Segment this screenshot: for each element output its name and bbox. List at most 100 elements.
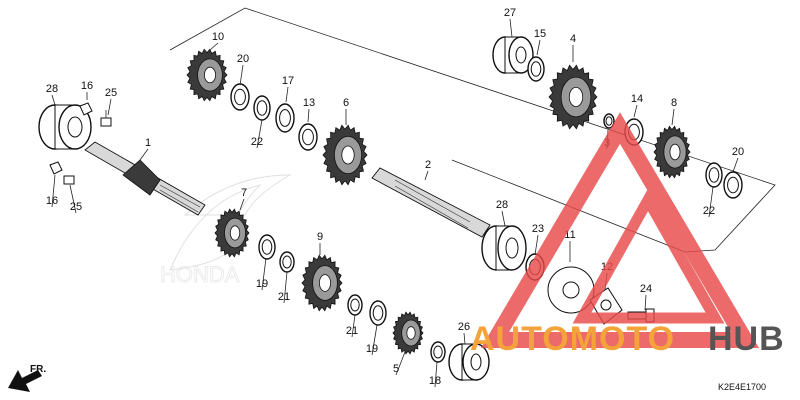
- callout-label: 28: [46, 83, 58, 95]
- gear-4: [548, 64, 598, 130]
- callout-7: 7: [239, 187, 247, 211]
- washer-15: [527, 56, 545, 82]
- callout-28: 28: [46, 83, 58, 106]
- callout-1: 1: [139, 137, 151, 161]
- callout-28: 28: [496, 199, 508, 227]
- callout-label: 26: [458, 321, 470, 333]
- callout-label: 20: [732, 146, 744, 158]
- bearing-28-right: [481, 225, 527, 271]
- assembly-frame-line: [169, 7, 776, 253]
- callout-label: 22: [251, 136, 263, 148]
- callout-2: 2: [424, 159, 431, 181]
- callout-label: 28: [496, 199, 508, 211]
- callout-21: 21: [346, 314, 358, 338]
- callout-label: 15: [534, 28, 546, 40]
- watermark-logo: [480, 112, 760, 348]
- watermark-triangle-small: [572, 188, 725, 324]
- callout-label: 25: [70, 201, 82, 213]
- callout-23: 23: [532, 223, 544, 256]
- callout-label: 14: [631, 93, 643, 105]
- washer-17: [275, 103, 295, 133]
- gear-group: [186, 48, 691, 355]
- callout-20: 20: [237, 53, 249, 86]
- washer-19-upper: [258, 234, 276, 260]
- callout-10: 10: [209, 31, 224, 51]
- callout-11: 11: [564, 229, 576, 262]
- callout-24: 24: [640, 283, 652, 311]
- callout-label: 17: [282, 75, 294, 87]
- callout-label: 27: [504, 7, 516, 19]
- plate-16-upper: [79, 102, 93, 116]
- washer-19-lower: [369, 300, 387, 326]
- gear-10: [186, 48, 228, 102]
- callout-9: 9: [317, 231, 323, 255]
- washer-18: [430, 341, 446, 363]
- callout-22: 22: [703, 186, 715, 218]
- callout-22: 22: [251, 119, 263, 149]
- callout-label: 9: [317, 231, 323, 243]
- watermark-triangle-large: [480, 112, 760, 348]
- callout-label: 8: [671, 97, 677, 109]
- callout-8: 8: [671, 97, 677, 126]
- circlip-22-left: [253, 95, 271, 121]
- callout-label: 21: [278, 291, 290, 303]
- bearing-28-left: [38, 104, 92, 150]
- washer-3: [603, 113, 615, 129]
- washer-group: [230, 56, 743, 363]
- callout-label: 4: [570, 33, 576, 45]
- gear-8: [653, 125, 691, 179]
- callout-label: 2: [425, 159, 431, 171]
- callout-label: 19: [256, 278, 268, 290]
- circlip-22-right: [705, 162, 723, 188]
- callout-15: 15: [534, 28, 546, 56]
- callout-19: 19: [256, 257, 268, 291]
- countershaft-2: [371, 167, 491, 238]
- callout-label: 13: [303, 97, 315, 109]
- callout-label: 16: [81, 80, 93, 92]
- callout-label: 22: [703, 205, 715, 217]
- callout-21: 21: [278, 271, 290, 304]
- callout-label: 6: [343, 97, 349, 109]
- callout-label: 10: [212, 31, 224, 43]
- diagram-code: K2E4E1700: [718, 382, 766, 392]
- callout-label: 24: [640, 283, 652, 295]
- svg-text:HONDA: HONDA: [160, 262, 240, 287]
- callout-6: 6: [343, 97, 349, 125]
- callout-26: 26: [458, 321, 470, 345]
- callout-label: 7: [241, 187, 247, 199]
- watermark-word-a: AUTOMOTO: [470, 320, 675, 358]
- gear-5: [392, 311, 424, 355]
- callout-label: 21: [346, 325, 358, 337]
- callout-25: 25: [69, 184, 82, 214]
- callout-label: 11: [564, 229, 575, 241]
- washer-20-left: [230, 83, 250, 111]
- gear-7: [214, 208, 250, 258]
- callout-14: 14: [631, 93, 643, 118]
- callout-18: 18: [429, 361, 441, 388]
- callout-16: 16: [81, 80, 93, 100]
- circlip-21-upper: [279, 251, 295, 273]
- callout-25: 25: [105, 87, 117, 116]
- bearing-26: [448, 343, 490, 381]
- callout-17: 17: [282, 75, 294, 103]
- callout-5: 5: [393, 351, 406, 376]
- bearing-27: [492, 36, 534, 74]
- callout-13: 13: [303, 97, 315, 123]
- plate-16-lower: [49, 161, 63, 175]
- callout-20: 20: [732, 146, 744, 173]
- callout-label: 18: [429, 375, 441, 387]
- callout-4: 4: [570, 33, 576, 62]
- callout-label: 16: [46, 195, 58, 207]
- callout-27: 27: [504, 7, 516, 38]
- direction-label: FR.: [30, 364, 46, 375]
- callout-label: 1: [145, 137, 151, 149]
- front-direction-arrow: FR.: [8, 364, 46, 392]
- callout-16: 16: [46, 174, 58, 208]
- watermark-word-b: HUB: [708, 320, 785, 358]
- honda-wing-logo: HONDA: [160, 174, 292, 287]
- callout-label: 23: [532, 223, 544, 235]
- mainshaft-1: [84, 141, 206, 216]
- callout-19: 19: [366, 324, 378, 356]
- gear-9: [301, 254, 343, 312]
